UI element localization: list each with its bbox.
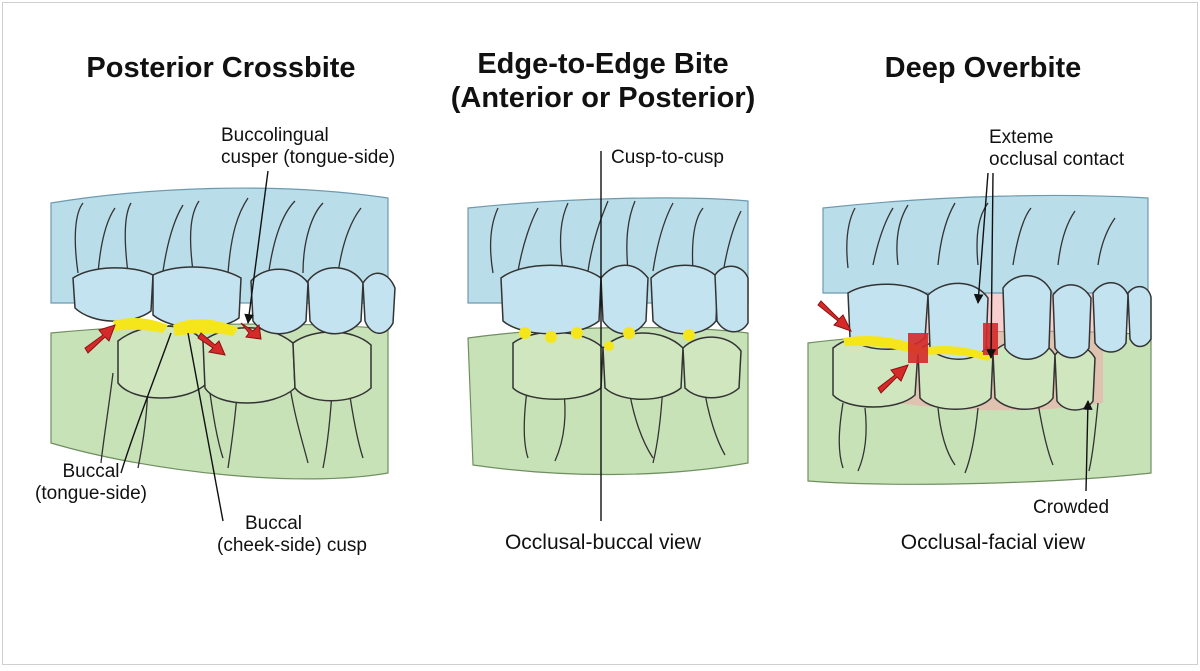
panel3-title: Deep Overbite [884, 52, 1082, 84]
buccal-cheek-line1: Buccal [245, 513, 303, 534]
panel-edge-to-edge [467, 151, 749, 521]
upper-roots [489, 200, 742, 274]
panel2-title-line2: (Anterior or Posterior) [450, 82, 756, 115]
panel-posterior-crossbite [50, 170, 396, 522]
panel2-title-line1: Edge-to-Edge Bite [477, 48, 729, 80]
extreme-contact-line2: occlusal contact [989, 149, 1125, 171]
lower-roots [838, 402, 1099, 474]
occlusal-contact [113, 318, 238, 336]
extreme-contact-area [908, 323, 998, 363]
dental-illustration [50, 151, 1152, 522]
cusp-to-cusp-label: Cusp-to-cusp [611, 147, 724, 168]
panel2-view-label: Occlusal-buccal view [504, 531, 702, 554]
buccal-tongue-label: Buccal (tongue-side) [31, 461, 151, 506]
overbite-arrows [817, 300, 909, 394]
buccal-tongue-line2: (tongue-side) [35, 483, 147, 505]
upper-roots [74, 197, 362, 279]
buccal-tongue-line1: Buccal [62, 461, 120, 482]
lower-teeth [117, 325, 372, 404]
buccolingual-line1: Buccolingual [221, 125, 329, 146]
buccolingual-line2: cusper (tongue-side) [221, 147, 396, 169]
crowded-label: Crowded [1033, 497, 1110, 518]
upper-jaw-gum [822, 194, 1149, 294]
upper-teeth [847, 274, 1152, 360]
crossbite-arrows [84, 322, 262, 356]
upper-teeth [500, 264, 749, 335]
occlusal-contact [843, 336, 993, 361]
panel2-title: Edge-to-Edge Bite (Anterior or Posterior… [433, 47, 773, 115]
extreme-contact-line1: Exteme [989, 127, 1054, 148]
cusp-contacts [519, 327, 695, 351]
panel3-view-label: Occlusal-facial view [900, 531, 1086, 554]
upper-teeth [72, 266, 396, 335]
buccal-cheek-line2: (cheek-side) cusp [217, 535, 367, 557]
panel1-title: Posterior Crossbite [86, 52, 356, 84]
buccal-cheek-label: Buccal (cheek-side) cusp [217, 513, 367, 558]
panel3-leader-lines [973, 172, 1093, 492]
panel1-leader-lines [120, 170, 269, 522]
buccolingual-label: Buccolingual cusper (tongue-side) [221, 125, 395, 170]
extreme-contact-label: Exteme occlusal contact [989, 127, 1124, 172]
lower-teeth [512, 331, 742, 400]
panel-deep-overbite [807, 172, 1152, 492]
